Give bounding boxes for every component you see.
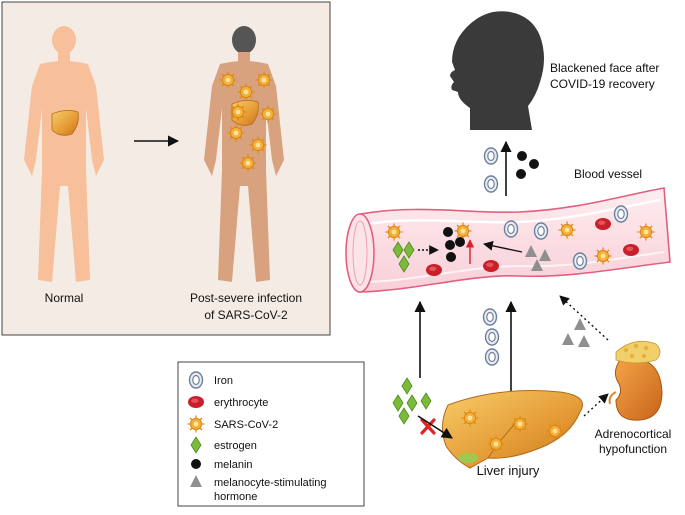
sars-cov-2-icon <box>486 434 506 454</box>
msh-icon <box>562 333 574 345</box>
sars-cov-2-icon <box>186 414 206 434</box>
liver-injury-label: Liver injury <box>477 463 540 478</box>
legend-sars-label: SARS-CoV-2 <box>214 419 278 431</box>
sars-cov-2-icon <box>636 222 656 242</box>
estrogen-icon <box>398 407 410 425</box>
iron-icon <box>483 175 499 193</box>
msh-to-melanin-arrow <box>483 241 523 253</box>
sars-cov-2-icon <box>218 70 238 90</box>
sars-cov-2-icon <box>510 414 530 434</box>
sars-cov-2-icon <box>254 70 274 90</box>
sars-cov-2-icon <box>236 82 256 102</box>
infected-label-line1: Post-severe infection <box>190 291 302 305</box>
arrow-estrogen-to-liver <box>417 415 453 439</box>
arrow-liver-to-adrenal <box>583 393 609 417</box>
erythrocyte-icon <box>483 260 499 272</box>
iron-from-liver <box>482 308 500 366</box>
iron-icon <box>533 222 549 240</box>
erythrocyte-icon <box>623 244 639 256</box>
sars-cov-2-icon <box>258 104 278 124</box>
adrenal-label-line2: hypofunction <box>599 442 667 456</box>
legend-estrogen-label: estrogen <box>214 440 257 452</box>
iron-icon <box>484 328 500 346</box>
msh-icon <box>574 318 586 330</box>
iron-icon <box>188 371 204 389</box>
melanin-icon <box>446 252 456 262</box>
legend-erythrocyte-label: erythrocyte <box>214 397 268 409</box>
msh-from-adrenal <box>562 318 590 347</box>
melanin-icon <box>443 227 453 237</box>
iron-icon <box>484 348 500 366</box>
iron-icon <box>572 252 588 270</box>
sars-cov-2-icon <box>460 408 480 428</box>
estrogen-icon <box>406 394 418 412</box>
iron-to-head <box>483 147 499 193</box>
sars-cov-2-icon <box>226 123 246 143</box>
blood-vessel-label: Blood vessel <box>574 167 642 181</box>
infected-label-line2: of SARS-CoV-2 <box>204 308 288 322</box>
blackened-head-icon <box>450 11 544 131</box>
erythrocyte-icon <box>595 218 611 230</box>
legend-box <box>177 361 365 507</box>
sars-cov-2-icon <box>557 220 577 240</box>
blocked-x-icon <box>420 418 436 435</box>
estrogen-icon <box>392 394 404 412</box>
melanin-icon <box>455 237 465 247</box>
melanin-icon <box>516 169 526 179</box>
melanin-icon <box>445 240 455 250</box>
injured-liver <box>442 390 583 469</box>
sars-cov-2-icon <box>545 421 565 441</box>
normal-label: Normal <box>45 291 84 305</box>
melanin-icon <box>191 459 201 469</box>
liver-icon <box>51 110 79 136</box>
melanin-icon <box>529 159 539 169</box>
sars-cov-2-icon <box>453 221 473 241</box>
legend-msh-label-line2: hormone <box>214 491 257 503</box>
estrogen-icon <box>401 377 413 395</box>
iron-icon <box>503 220 519 238</box>
normal-body-figure <box>24 26 104 282</box>
sars-cov-2-icon <box>593 246 613 266</box>
sars-cov-2-icon <box>228 102 248 122</box>
sars-cov-2-icon <box>238 153 258 173</box>
sars-cov-2-icon <box>384 222 404 242</box>
iron-icon <box>483 147 499 165</box>
erythrocyte-icon <box>426 264 442 276</box>
iron-icon <box>613 205 629 223</box>
erythrocyte-icon <box>188 396 204 408</box>
msh-icon <box>578 335 590 347</box>
estrogen-cluster <box>392 377 432 425</box>
legend-iron-label: Iron <box>214 375 233 387</box>
arrow-adrenal-to-vessel <box>559 295 609 341</box>
iron-icon <box>482 308 498 326</box>
vessel-contents <box>384 205 656 276</box>
head-caption-line2: COVID-19 recovery <box>550 77 655 91</box>
adrenal-label-line1: Adrenocortical <box>595 427 672 441</box>
melanin-icon <box>517 151 527 161</box>
legend-msh-label-line1: melanocyte-stimulating <box>214 477 327 489</box>
adrenal-kidney-icon <box>608 340 663 421</box>
estrogen-icon <box>420 392 432 410</box>
sars-cov-2-icon <box>248 135 268 155</box>
legend-melanin-label: melanin <box>214 459 253 471</box>
melanin-to-head <box>516 151 539 179</box>
head-caption-line1: Blackened face after <box>550 61 659 75</box>
